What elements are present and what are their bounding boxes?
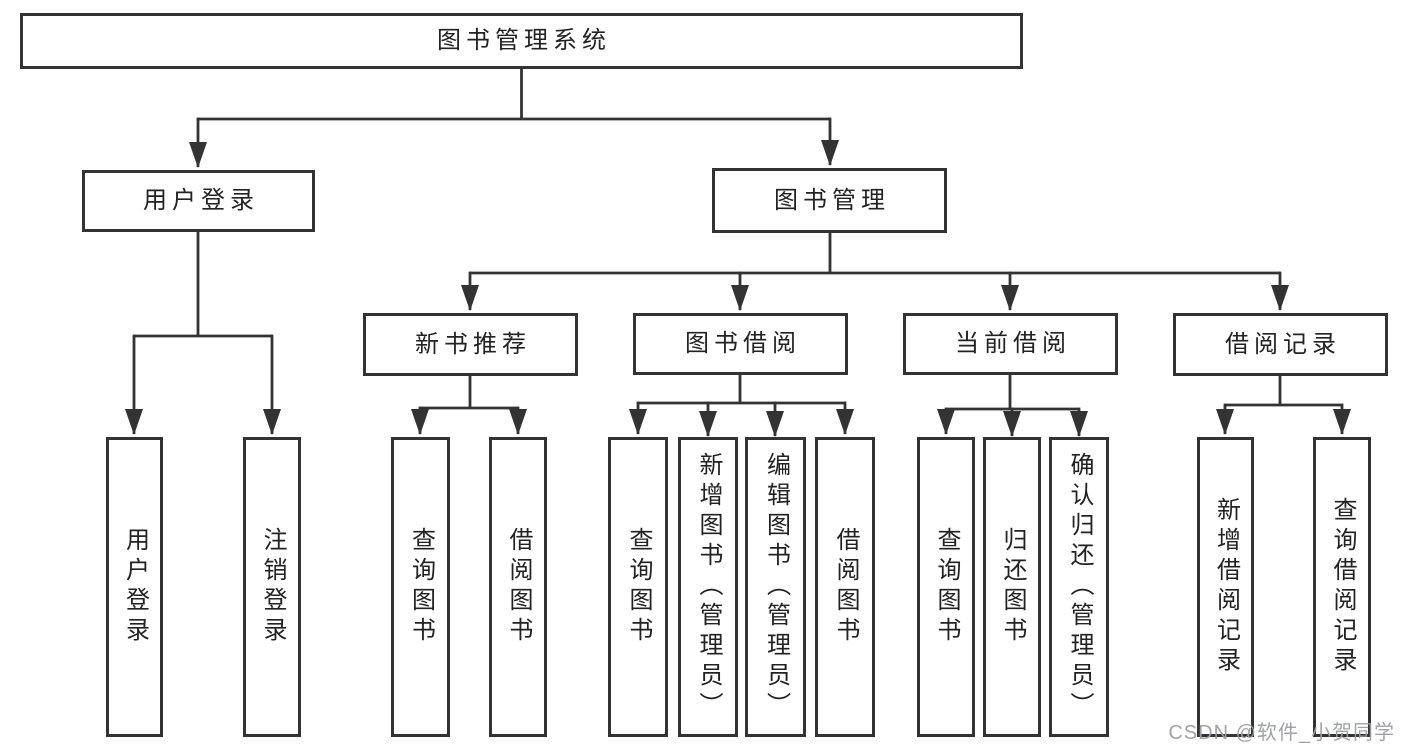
- node-label: 查询借阅记录: [1329, 497, 1356, 677]
- node-user-login: 用户登录: [82, 170, 315, 232]
- node-borrowing-records: 借阅记录: [1173, 313, 1388, 376]
- node-label: 归还图书: [999, 527, 1026, 647]
- node-current-borrowing: 当前借阅: [903, 313, 1118, 375]
- node-query-books-current: 查询图书: [917, 437, 975, 737]
- node-label: 查询图书: [407, 527, 435, 647]
- node-label: 新增图书（管理员）: [695, 452, 722, 722]
- node-label: 查询图书: [625, 527, 652, 647]
- node-add-borrow-record: 新增借阅记录: [1197, 437, 1254, 737]
- node-label: 图书管理系统: [437, 27, 611, 54]
- node-library-management-system: 图书管理系统: [20, 13, 1023, 69]
- node-borrow-books: 借阅图书: [815, 437, 875, 737]
- node-label: 借阅图书: [832, 527, 859, 647]
- node-label: 借阅图书: [505, 527, 532, 647]
- node-query-borrow-record: 查询借阅记录: [1313, 437, 1371, 737]
- node-label: 新书推荐: [415, 330, 531, 358]
- node-label: 用户登录: [121, 527, 149, 647]
- node-label: 图书管理: [774, 186, 890, 214]
- node-logout: 注销登录: [243, 437, 301, 737]
- node-label: 查询图书: [933, 527, 960, 647]
- node-confirm-return-admin: 确认归还（管理员）: [1049, 437, 1109, 737]
- node-query-books-recommend: 查询图书: [391, 437, 450, 737]
- node-return-books: 归还图书: [983, 437, 1041, 737]
- node-query-books-borrowing: 查询图书: [608, 437, 668, 737]
- node-user-login-leaf: 用户登录: [106, 437, 163, 737]
- node-label: 当前借阅: [955, 330, 1071, 357]
- node-book-borrowing: 图书借阅: [633, 313, 848, 375]
- node-new-book-recommend: 新书推荐: [363, 313, 578, 376]
- node-label: 注销登录: [259, 527, 286, 647]
- csdn-watermark: CSDN @软件_小贺同学: [1168, 722, 1395, 744]
- node-add-books-admin: 新增图书（管理员）: [678, 437, 738, 737]
- node-label: 确认归还（管理员）: [1066, 452, 1093, 722]
- node-label: 借阅记录: [1225, 330, 1341, 358]
- node-label: 新增借阅记录: [1212, 497, 1240, 677]
- node-edit-books-admin: 编辑图书（管理员）: [745, 437, 806, 737]
- node-book-management: 图书管理: [712, 168, 947, 233]
- node-label: 图书借阅: [685, 330, 801, 357]
- node-label: 用户登录: [143, 187, 259, 214]
- node-label: 编辑图书（管理员）: [762, 452, 790, 722]
- node-borrow-books-recommend: 借阅图书: [489, 437, 547, 737]
